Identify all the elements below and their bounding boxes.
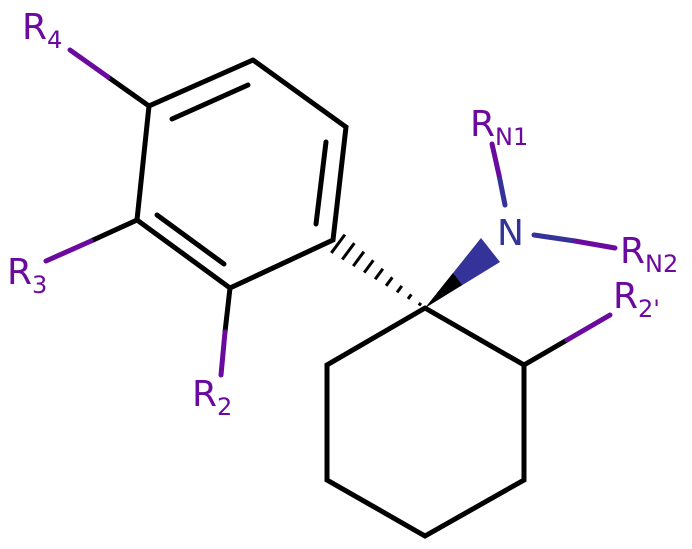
hash-line: [373, 267, 385, 281]
cyclohexane-ring: [324, 305, 527, 539]
hash-line: [341, 242, 356, 261]
bond-r4: [67, 47, 152, 109]
rn1-label: RN1: [470, 104, 528, 151]
r2-prime-label: R2': [613, 276, 660, 323]
benzene-ring: [134, 57, 349, 291]
bond-rn1: [489, 141, 508, 208]
hash-line: [406, 293, 413, 300]
bond-r3: [43, 217, 140, 264]
bond-rn2: [531, 232, 618, 251]
r4-label: R4: [22, 7, 62, 54]
hash-line: [330, 233, 347, 254]
r2-label: R2: [192, 374, 232, 421]
bond-r2: [218, 285, 233, 378]
r3-label: R3: [7, 252, 47, 299]
hash-line: [395, 284, 404, 294]
nitrogen-label: N: [497, 213, 524, 254]
rn2-label: RN2: [620, 231, 678, 278]
hashed-wedge-bond: [330, 233, 423, 307]
hash-line: [352, 250, 366, 267]
hash-line: [384, 276, 394, 287]
bond-r2-prime: [521, 312, 613, 368]
solid-wedge-bond: [425, 238, 500, 308]
hash-line: [362, 259, 375, 274]
hash-line: [417, 302, 423, 307]
